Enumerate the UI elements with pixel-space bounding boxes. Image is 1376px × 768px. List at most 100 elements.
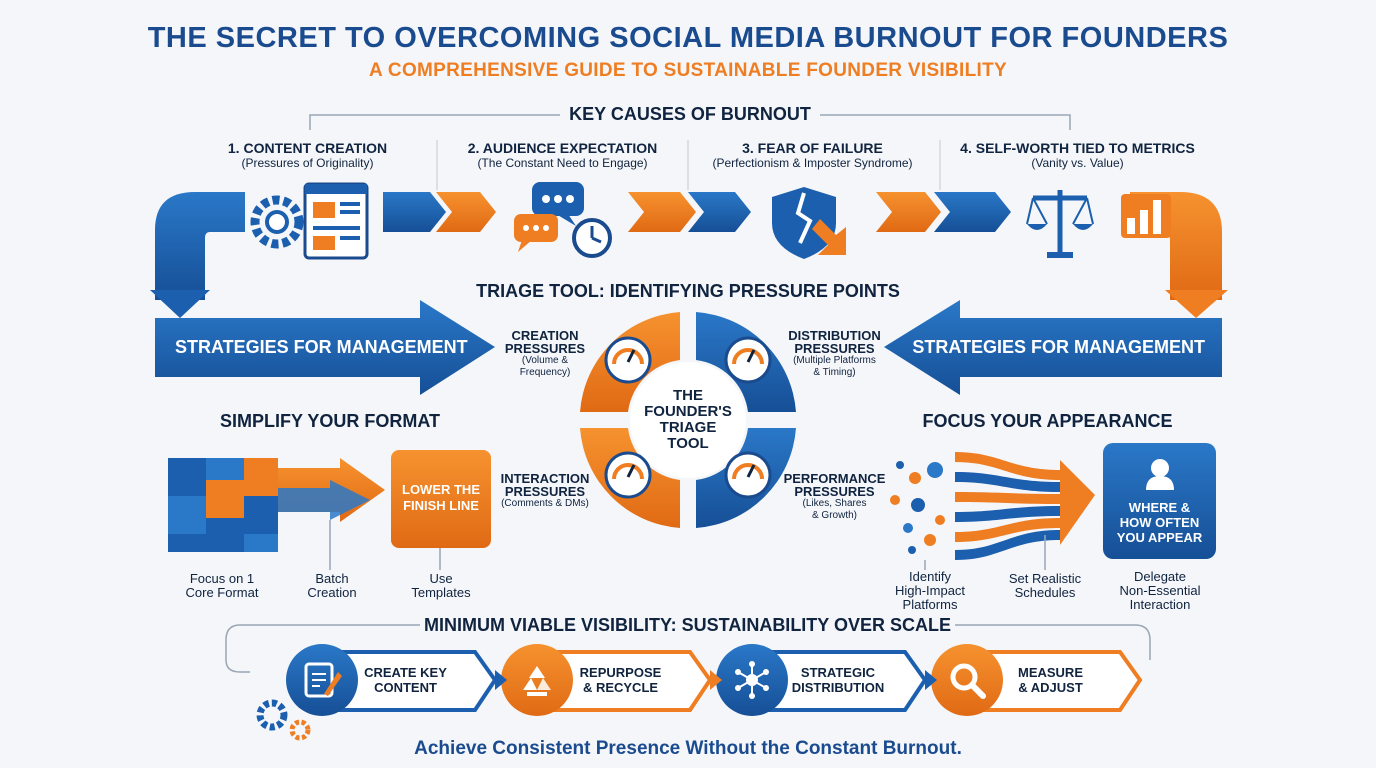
edit-document-icon xyxy=(304,662,342,698)
triage-center-line: FOUNDER'S xyxy=(644,403,732,420)
focus-label-3: Delegate Non-Essential Interaction xyxy=(1105,570,1215,612)
cause-4: 4. SELF-WORTH TIED TO METRICS (Vanity vs… xyxy=(945,140,1210,170)
triage-donut xyxy=(580,312,796,528)
finish-line-text: FINISH LINE xyxy=(403,498,479,513)
mvv-step-2: REPURPOSE & RECYCLE xyxy=(573,665,668,695)
mvv-step-shapes xyxy=(286,644,1143,716)
focus-label-line: Platforms xyxy=(902,597,958,612)
mvv-step-line: MEASURE xyxy=(1017,665,1083,680)
broken-shield-icon xyxy=(772,187,846,259)
finish-line-box xyxy=(391,450,491,548)
cause-3-title: 3. FEAR OF FAILURE xyxy=(742,140,883,156)
triage-center-line: TOOL xyxy=(667,435,709,452)
cause-4-sub: (Vanity vs. Value) xyxy=(1031,156,1124,170)
quadrant-title: INTERACTION xyxy=(500,471,590,486)
cause-1-title: 1. CONTENT CREATION xyxy=(227,140,388,156)
gears-icon xyxy=(256,699,311,741)
strategy-arrow-left-shape xyxy=(155,300,495,395)
mvv-step-line: & ADJUST xyxy=(1018,680,1083,695)
appear-label: WHERE & HOW OFTEN YOU APPEAR xyxy=(1103,500,1216,545)
scale-chart-icon xyxy=(1026,190,1171,258)
cause-3: 3. FEAR OF FAILURE (Perfectionism & Impo… xyxy=(690,140,935,170)
cubes-graphic xyxy=(168,458,385,552)
focus-label-line: Delegate xyxy=(1133,569,1187,584)
mvv-heading: MINIMUM VIABLE VISIBILITY: SUSTAINABILIT… xyxy=(423,615,952,635)
appear-box xyxy=(1103,443,1216,559)
strategy-arrow-right: STRATEGIES FOR MANAGEMENT xyxy=(912,337,1205,357)
gear-document-icon xyxy=(250,182,369,260)
focus-label-line: Non-Essential xyxy=(1119,583,1201,598)
triage-center-label: THE FOUNDER'S TRIAGE TOOL xyxy=(628,388,748,452)
cause-1: 1. CONTENT CREATION (Pressures of Origin… xyxy=(195,140,420,170)
cause-2: 2. AUDIENCE EXPECTATION (The Constant Ne… xyxy=(440,140,685,170)
simplify-label-line: Use xyxy=(429,571,453,586)
simplify-label-2: Batch Creation xyxy=(282,572,382,600)
finish-line-text: LOWER THE xyxy=(402,482,480,497)
focus-heading: FOCUS YOUR APPEARANCE xyxy=(922,411,1173,431)
focus-label-line: High-Impact xyxy=(894,583,966,598)
triage-center-line: THE xyxy=(673,387,703,404)
focus-label-line: Identify xyxy=(909,569,951,584)
cause-2-sub: (The Constant Need to Engage) xyxy=(477,156,648,170)
focus-label-2: Set Realistic Schedules xyxy=(990,572,1100,600)
quadrant-sub: Frequency) xyxy=(519,367,571,378)
simplify-label-line: Batch xyxy=(315,571,349,586)
focus-label-1: Identify High-Impact Platforms xyxy=(875,570,985,612)
quadrant-sub: (Volume & xyxy=(521,355,569,366)
footer-tagline: Achieve Consistent Presence Without the … xyxy=(414,738,962,759)
quadrant-sub: (Comments & DMs) xyxy=(501,498,589,509)
quadrant-title: PRESSURES xyxy=(794,484,875,499)
mvv-step-3: STRATEGIC DISTRIBUTION xyxy=(783,665,893,695)
strategy-arrow-left: STRATEGIES FOR MANAGEMENT xyxy=(175,337,468,357)
focus-label-line: Set Realistic xyxy=(1008,571,1082,586)
simplify-label-line: Creation xyxy=(307,585,357,600)
focus-label-line: Schedules xyxy=(1014,585,1076,600)
quadrant-performance: PERFORMANCE PRESSURES (Likes, Shares & G… xyxy=(782,472,887,522)
quadrant-sub: (Likes, Shares xyxy=(802,498,867,509)
mvv-step-4: MEASURE & ADJUST xyxy=(1003,665,1098,695)
quadrant-title: DISTRIBUTION xyxy=(788,328,881,343)
person-icon xyxy=(1146,459,1174,490)
triage-heading: TRIAGE TOOL: IDENTIFYING PRESSURE POINTS xyxy=(476,281,900,301)
quadrant-title: CREATION xyxy=(511,328,579,343)
quadrant-sub: (Multiple Platforms xyxy=(793,355,876,366)
loop-curve-left xyxy=(155,192,245,300)
streams-graphic xyxy=(890,452,1095,560)
cause-2-title: 2. AUDIENCE EXPECTATION xyxy=(467,140,658,156)
simplify-heading: SIMPLIFY YOUR FORMAT xyxy=(219,411,440,431)
causes-heading: KEY CAUSES OF BURNOUT xyxy=(569,104,811,124)
appear-text: WHERE & xyxy=(1128,500,1191,515)
triage-center-line: TRIAGE xyxy=(659,419,717,436)
appear-text: YOU APPEAR xyxy=(1116,530,1203,545)
simplify-label-line: Core Format xyxy=(185,585,259,600)
simplify-label-3: Use Templates xyxy=(391,572,491,600)
page-title: THE SECRET TO OVERCOMING SOCIAL MEDIA BU… xyxy=(147,22,1229,54)
simplify-label-line: Templates xyxy=(411,585,471,600)
quadrant-title: PERFORMANCE xyxy=(783,471,886,486)
simplify-label-line: Focus on 1 xyxy=(189,571,255,586)
quadrant-title: PRESSURES xyxy=(504,341,586,356)
quadrant-sub: & Timing) xyxy=(813,367,856,378)
recycle-icon xyxy=(523,666,551,696)
cause-chevrons xyxy=(383,192,1011,232)
quadrant-sub: & Growth) xyxy=(811,510,857,521)
mvv-step-line: REPURPOSE xyxy=(579,665,662,680)
magnifier-icon xyxy=(950,663,986,699)
mvv-step-line: STRATEGIC xyxy=(800,665,876,680)
focus-label-line: Interaction xyxy=(1129,597,1191,612)
quadrant-interaction: INTERACTION PRESSURES (Comments & DMs) xyxy=(495,472,595,510)
simplify-label-1: Focus on 1 Core Format xyxy=(172,572,272,600)
appear-text: HOW OFTEN xyxy=(1119,515,1200,530)
quadrant-creation: CREATION PRESSURES (Volume & Frequency) xyxy=(495,329,595,379)
strategy-arrow-right-shape xyxy=(884,300,1222,395)
chat-clock-icon xyxy=(514,182,612,258)
mvv-step-line: DISTRIBUTION xyxy=(791,680,885,695)
mvv-step-line: CONTENT xyxy=(374,680,437,695)
cause-3-sub: (Perfectionism & Imposter Syndrome) xyxy=(712,156,913,170)
quadrant-title: PRESSURES xyxy=(504,484,586,499)
quadrant-distribution: DISTRIBUTION PRESSURES (Multiple Platfor… xyxy=(782,329,887,379)
mvv-step-1: CREATE KEY CONTENT xyxy=(358,665,453,695)
finish-line-label: LOWER THE FINISH LINE xyxy=(391,482,491,514)
cause-1-sub: (Pressures of Originality) xyxy=(241,156,374,170)
quadrant-title: PRESSURES xyxy=(794,341,875,356)
